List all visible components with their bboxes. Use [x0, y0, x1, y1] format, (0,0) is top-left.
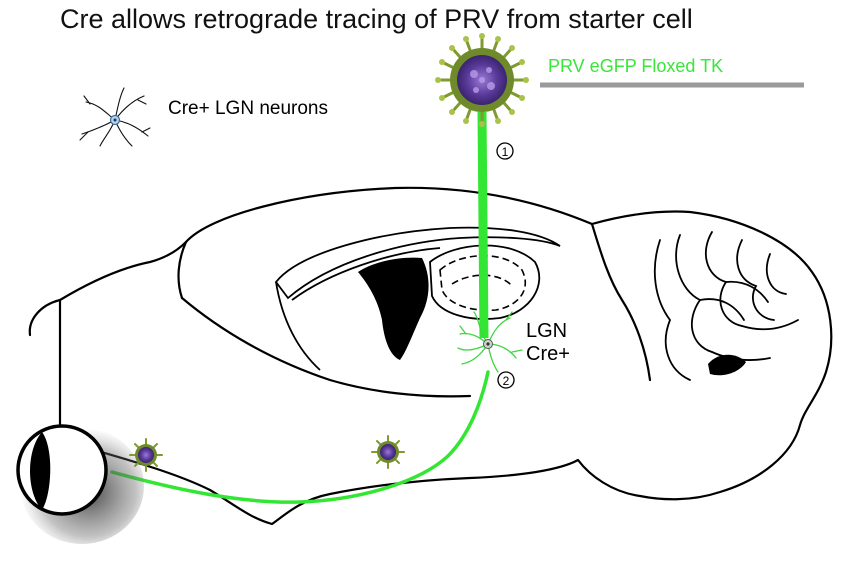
injection-beam: [477, 111, 489, 339]
step-1-marker: 1: [496, 142, 514, 160]
brain-sagittal-outline: [28, 186, 833, 526]
figure-title: Cre allows retrograde tracing of PRV fro…: [60, 4, 693, 34]
step-2-marker: 2: [497, 371, 515, 389]
step-1-label: 1: [502, 145, 509, 159]
brainstem-marker: [708, 354, 746, 376]
hippocampal-region: [274, 226, 561, 371]
cerebellum-folia: [653, 231, 799, 381]
eye-icon: [16, 424, 144, 544]
prv-virus-large: [435, 33, 529, 127]
virus-legend-label: PRV eGFP Floxed TK: [548, 56, 723, 76]
lateral-ventricle: [358, 257, 429, 360]
prv-virus-small-eye: [129, 438, 163, 472]
prv-virus-small-tract: [371, 435, 405, 469]
optic-tract-green: [110, 370, 490, 504]
cre-label: Cre+: [526, 343, 570, 365]
neuron-legend-label: Cre+ LGN neurons: [168, 98, 328, 119]
step-2-label: 2: [503, 374, 510, 388]
lgn-label: LGN: [526, 320, 567, 342]
